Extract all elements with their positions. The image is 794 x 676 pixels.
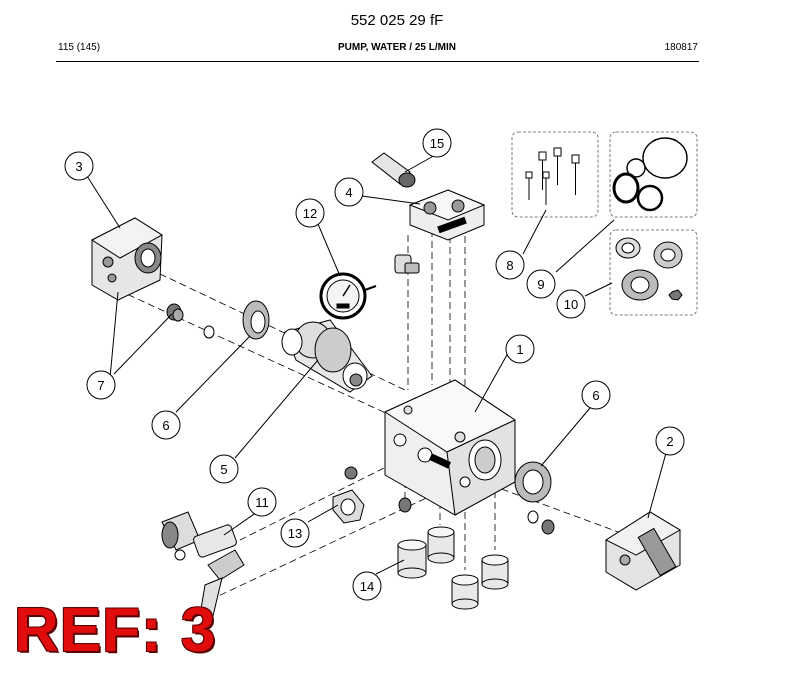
seal-kit <box>612 137 688 212</box>
svg-text:4: 4 <box>345 185 352 200</box>
plug-fittings-right <box>527 510 555 535</box>
callout-2: 2 <box>655 426 685 456</box>
svg-text:10: 10 <box>564 297 578 312</box>
rotor-assembly <box>281 319 373 393</box>
callout-14: 14 <box>352 571 382 601</box>
svg-text:1: 1 <box>516 342 523 357</box>
date-code: 180817 <box>664 42 698 53</box>
svg-text:2: 2 <box>666 434 673 449</box>
valve-plug <box>371 152 416 188</box>
svg-text:6: 6 <box>162 418 169 433</box>
svg-text:3: 3 <box>75 159 82 174</box>
callouts: 1 2 3 4 5 6 6 7 8 9 10 11 12 13 14 15 <box>64 128 685 601</box>
hose-fittings <box>332 466 412 524</box>
pump-housing <box>383 379 517 516</box>
callout-3: 3 <box>64 151 94 181</box>
kit-boxes <box>511 131 698 316</box>
right-end-cover <box>604 511 681 591</box>
page-reference: 115 (145) <box>58 42 101 53</box>
callout-6-left: 6 <box>151 410 181 440</box>
elbow-fitting <box>394 254 420 274</box>
callout-7: 7 <box>86 370 116 400</box>
callout-9: 9 <box>526 269 556 299</box>
svg-text:11: 11 <box>255 495 269 510</box>
seal-ring-left <box>242 300 270 340</box>
callout-12: 12 <box>295 198 325 228</box>
callout-5: 5 <box>209 454 239 484</box>
svg-text:8: 8 <box>506 258 513 273</box>
svg-text:12: 12 <box>303 206 317 221</box>
reference-stamp: REF: 3 <box>14 596 217 665</box>
header-rule <box>56 61 699 62</box>
part-title: PUMP, WATER / 25 L/MIN <box>338 42 456 53</box>
svg-text:6: 6 <box>592 388 599 403</box>
plug-fittings <box>166 303 215 339</box>
svg-text:5: 5 <box>220 462 227 477</box>
svg-text:15: 15 <box>430 136 444 151</box>
svg-text:14: 14 <box>360 579 374 594</box>
callout-8: 8 <box>495 250 525 280</box>
gear-kit <box>615 237 683 301</box>
callout-1: 1 <box>505 334 535 364</box>
callout-15: 15 <box>422 128 452 158</box>
left-end-cover <box>90 217 163 301</box>
pressure-gauge <box>319 272 377 320</box>
callout-13: 13 <box>280 518 310 548</box>
damper-cylinders <box>397 526 509 610</box>
svg-text:13: 13 <box>288 526 302 541</box>
callout-6-right: 6 <box>581 380 611 410</box>
inlet-valve-assembly <box>161 511 245 621</box>
callout-11: 11 <box>247 487 277 517</box>
valve-block <box>408 189 486 241</box>
callout-10: 10 <box>556 289 586 319</box>
seal-ring-right <box>514 461 552 503</box>
svg-text:7: 7 <box>97 378 104 393</box>
screw-kit <box>525 147 580 205</box>
document-code: 552 025 29 fF <box>350 12 444 29</box>
callout-4: 4 <box>334 177 364 207</box>
leader-lines <box>86 153 667 575</box>
svg-text:9: 9 <box>537 277 544 292</box>
